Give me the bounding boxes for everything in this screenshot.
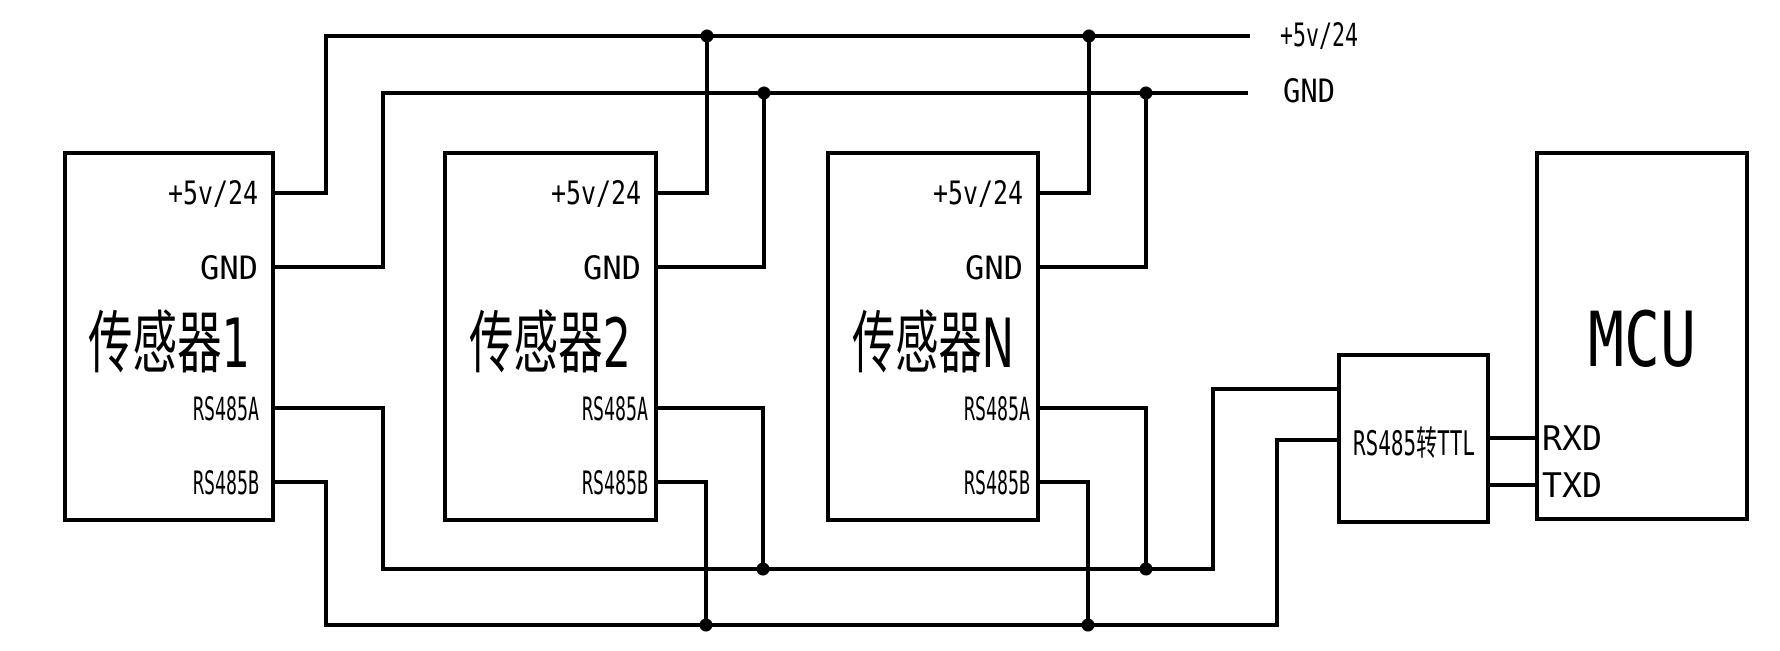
mcu-box (1535, 151, 1749, 521)
sensorN-name: 传感器N (852, 305, 1014, 384)
sensorN-gnd-wire (1038, 93, 1148, 269)
sensor1-pin-gnd: GND (200, 249, 258, 287)
junction-dot-busb-sensor2 (699, 618, 713, 632)
junction-dot-gnd-sensorN (1139, 86, 1153, 100)
sensor2-pin-gnd: GND (583, 249, 641, 287)
sensor2-rs485b-wire (656, 480, 708, 625)
sensorN-pin-rs485b: RS485B (964, 464, 1030, 502)
junction-dot-busb-sensorN (1081, 618, 1095, 632)
sensorN-pin-rs485a: RS485A (964, 390, 1030, 428)
rs485-bus-b-wire (273, 438, 1339, 627)
junction-dot-gnd-sensor2 (757, 86, 771, 100)
sensor2-gnd-wire (656, 93, 766, 269)
sensor1-box (63, 151, 275, 522)
mcu-name: MCU (1588, 295, 1696, 384)
junction-dot-busa-sensorN (1139, 562, 1153, 576)
sensorN-rs485b-wire (1038, 480, 1090, 625)
power-rail-5v-wire (273, 34, 1250, 195)
sensorN-rs485a-wire (1038, 406, 1148, 569)
sensorN-box (826, 151, 1040, 522)
sensor1-pin-power: +5v/24 (168, 174, 258, 212)
rs485-bus-a-wire (273, 387, 1339, 571)
converter-label: RS485转TTL (1353, 424, 1475, 464)
power-rail-gnd-wire (273, 91, 1248, 269)
sensorN-pin-gnd: GND (965, 249, 1023, 287)
converter-box (1337, 353, 1490, 524)
sensorN-power-wire (1038, 36, 1091, 195)
junction-dot-5v-sensorN (1082, 29, 1096, 43)
sensor1-pin-rs485a: RS485A (193, 390, 259, 428)
sensor2-power-wire (656, 36, 709, 195)
junction-dot-busa-sensor2 (756, 562, 770, 576)
sensor1-name: 传感器1 (88, 305, 250, 384)
sensor2-name: 传感器2 (469, 305, 631, 384)
rail-gnd-label: GND (1283, 72, 1335, 110)
sensor2-box (443, 151, 658, 522)
sensor2-pin-rs485a: RS485A (582, 390, 648, 428)
rail-5v-label: +5v/24 (1280, 16, 1358, 54)
sensor1-pin-rs485b: RS485B (193, 464, 259, 502)
sensor2-pin-power: +5v/24 (551, 174, 641, 212)
sensorN-pin-power: +5v/24 (933, 174, 1023, 212)
sensor2-rs485a-wire (656, 406, 765, 569)
mcu-pin-txd: TXD (1542, 466, 1602, 506)
sensor2-pin-rs485b: RS485B (582, 464, 648, 502)
junction-dot-5v-sensor2 (700, 29, 714, 43)
mcu-pin-rxd: RXD (1542, 419, 1602, 459)
